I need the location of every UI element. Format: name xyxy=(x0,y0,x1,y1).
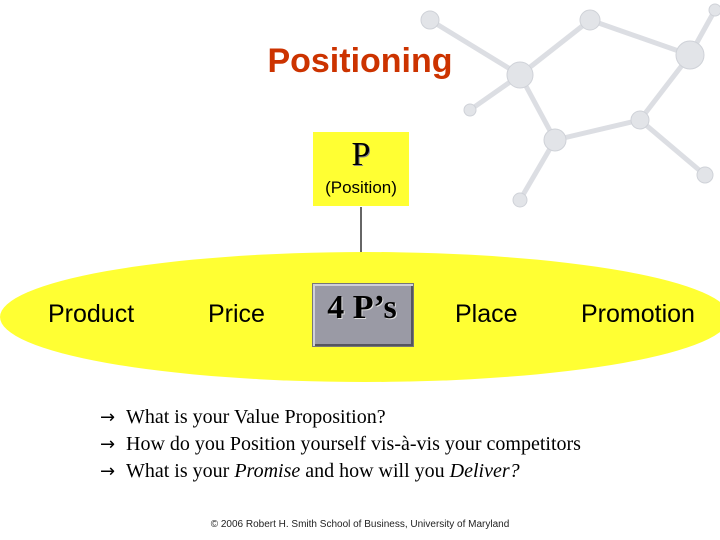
bullet-emphasis-promise: Promise xyxy=(234,460,301,482)
bullet-item: → What is your Promise and how will you D… xyxy=(100,458,581,485)
arrow-right-icon: → xyxy=(100,407,116,428)
mix-item-promotion: Promotion xyxy=(581,300,695,328)
bullet-text-middle: and how will you xyxy=(300,460,450,482)
mix-item-price: Price xyxy=(208,300,265,328)
arrow-right-icon: → xyxy=(100,461,116,482)
bullet-list: → What is your Value Proposition? → How do… xyxy=(100,404,581,485)
bullet-item: → What is your Value Proposition? xyxy=(100,404,581,431)
bullet-text: How do you Position yourself vis-à-vis y… xyxy=(126,433,581,455)
slide-title: Positioning xyxy=(267,42,453,80)
mix-item-place: Place xyxy=(455,300,518,328)
four-ps-label: 4 P’s xyxy=(327,289,397,326)
position-box xyxy=(313,132,409,206)
bullet-text: What is your Value Proposition? xyxy=(126,406,386,428)
copyright-footer: © 2006 Robert H. Smith School of Busines… xyxy=(210,519,510,530)
bullet-item: → How do you Position yourself vis-à-vis … xyxy=(100,431,581,458)
bullet-text-start: What is your xyxy=(126,460,235,482)
four-ps-box xyxy=(312,283,414,347)
mix-item-product: Product xyxy=(48,300,135,328)
arrow-right-icon: → xyxy=(100,434,116,455)
position-letter: P xyxy=(351,136,371,173)
bullet-emphasis-deliver: Deliver? xyxy=(449,460,520,482)
position-subtitle: (Position) xyxy=(325,178,397,197)
